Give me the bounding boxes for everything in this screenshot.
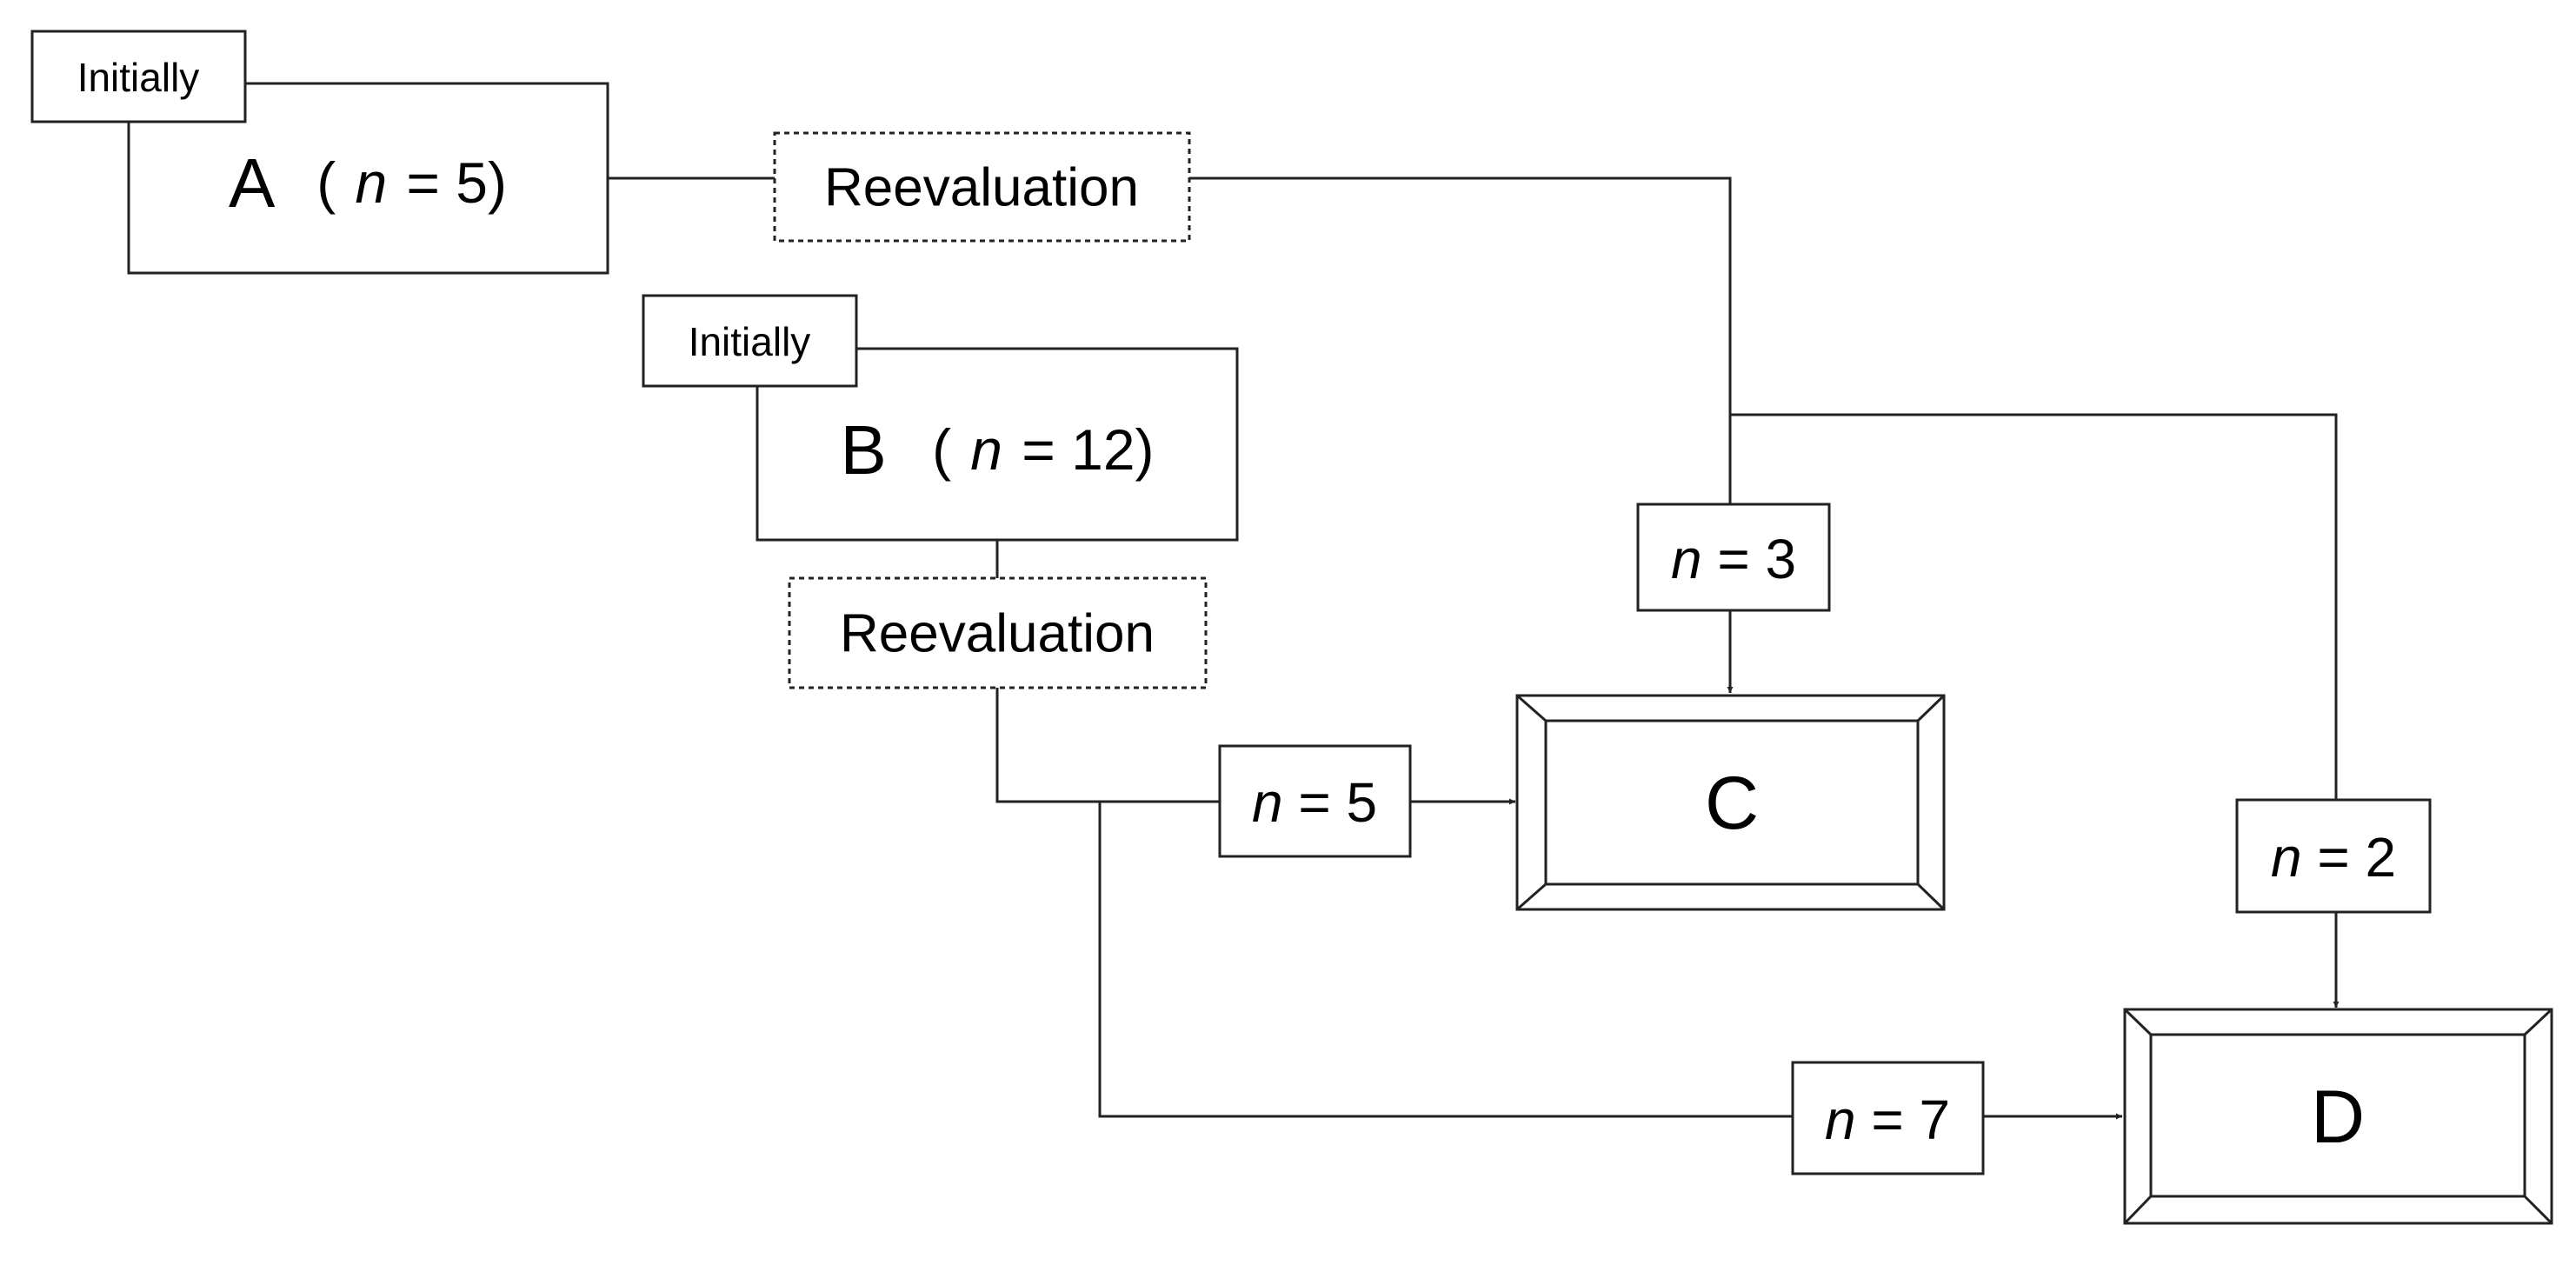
edge-label-b-to-d-box — [1791, 1061, 1985, 1175]
node-a-open-paren: ( — [316, 150, 336, 215]
edge-b-to-d-value: = 7 — [1871, 1089, 1950, 1151]
node-c-bevel-tr — [1916, 694, 1946, 722]
node-b-count: = 12) — [1022, 417, 1154, 482]
node-d-bevel-bl — [2123, 1195, 2153, 1225]
edge-a-to-c-value: = 3 — [1717, 528, 1796, 590]
edge-label-b-to-c-box — [1218, 744, 1412, 858]
node-a-label: A ( n = 5) — [229, 144, 507, 222]
connector-split-to-n2 — [1730, 413, 2338, 800]
reevaluation-b-label: Reevaluation — [840, 604, 1155, 664]
node-a-initially-label: Initially — [77, 55, 200, 100]
node-a-initially-tag — [30, 30, 247, 123]
edge-label-b-to-d: n = 7 — [1791, 1061, 1985, 1175]
node-b-initially-tag — [642, 294, 858, 388]
node-a-count: = 5) — [406, 150, 507, 215]
reevaluation-a: Reevaluation — [773, 131, 1191, 243]
edge-label-a-to-c: n = 3 — [1636, 503, 1831, 612]
edge-label-a-to-d-text: n = 2 — [2271, 826, 2396, 889]
connectors — [608, 176, 2340, 1120]
edge-label-a-to-d: n = 2 — [2235, 798, 2432, 914]
reevaluation-b-box — [788, 576, 1208, 689]
edge-b-to-c-n-variable: n — [1252, 771, 1283, 834]
edge-label-b-to-c-text: n = 5 — [1252, 771, 1377, 834]
node-b-label: B ( n = 12) — [840, 411, 1154, 489]
node-d-bevel-tl — [2123, 1008, 2153, 1036]
node-c-label: C — [1705, 762, 1759, 845]
node-a-n-variable: n — [355, 150, 387, 215]
node-c-bevel-bl — [1516, 882, 1547, 911]
edge-a-to-c-n-variable: n — [1671, 528, 1702, 590]
connector-reevaluation-b-to-branch — [995, 688, 1220, 803]
node-c-inner-frame — [1544, 719, 1920, 886]
edge-b-to-c-value: = 5 — [1298, 771, 1377, 834]
node-b: B ( n = 12) Initially — [642, 294, 1239, 542]
connector-reevaluation-a-to-split — [1189, 176, 1732, 415]
connector-branch-to-n7 — [1098, 802, 1793, 1118]
node-a: A ( n = 5) Initially — [30, 30, 609, 275]
node-d-bevel-tr — [2523, 1008, 2553, 1036]
node-b-n-variable: n — [970, 417, 1002, 482]
reevaluation-a-label: Reevaluation — [824, 158, 1139, 218]
node-c: C — [1515, 694, 1946, 911]
node-d-inner-frame — [2149, 1033, 2526, 1198]
node-d-bevel-br — [2523, 1195, 2553, 1225]
edge-label-a-to-d-box — [2235, 798, 2432, 914]
edge-label-a-to-c-text: n = 3 — [1671, 528, 1796, 590]
node-b-letter: B — [840, 411, 886, 489]
node-d: D — [2123, 1008, 2553, 1225]
edge-b-to-d-n-variable: n — [1825, 1089, 1856, 1151]
node-b-open-paren: ( — [932, 417, 951, 482]
edge-label-a-to-c-box — [1636, 503, 1831, 612]
reevaluation-a-box — [773, 131, 1191, 243]
edge-a-to-d-n-variable: n — [2271, 826, 2302, 889]
edge-label-b-to-d-text: n = 7 — [1825, 1089, 1950, 1151]
edge-label-b-to-c: n = 5 — [1218, 744, 1412, 858]
reevaluation-b: Reevaluation — [788, 576, 1208, 689]
node-b-initially-label: Initially — [689, 319, 811, 364]
node-d-label: D — [2311, 1075, 2365, 1159]
node-a-letter: A — [229, 144, 276, 222]
node-c-bevel-tl — [1516, 694, 1547, 722]
node-c-bevel-br — [1916, 882, 1946, 911]
edge-a-to-d-value: = 2 — [2317, 826, 2396, 889]
